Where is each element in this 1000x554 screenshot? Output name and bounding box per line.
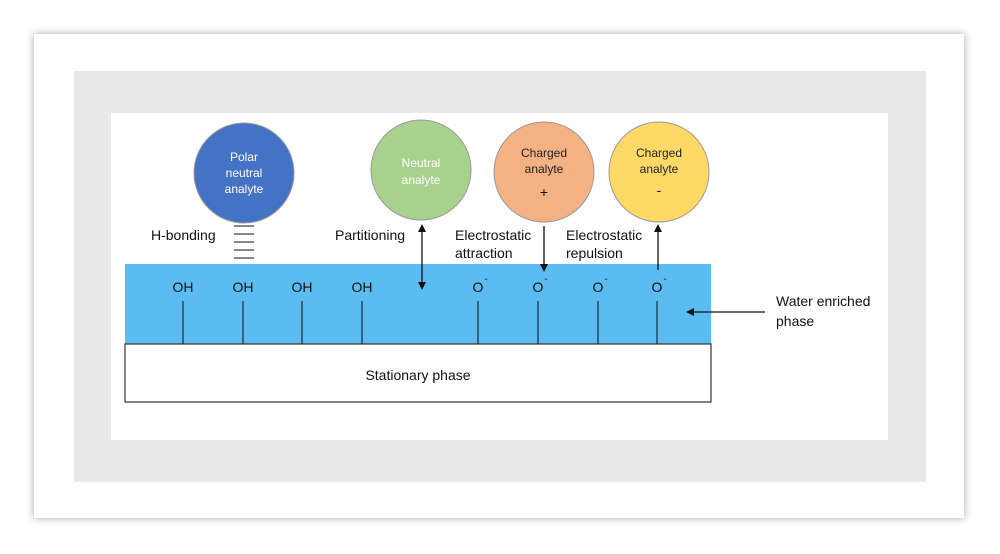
- analyte-label-line: Neutral: [402, 156, 441, 170]
- neutral-analyte-circle: [370, 119, 472, 221]
- analyte-label-line: Charged: [636, 146, 682, 160]
- charged-analyte-positive: Charged analyte +: [493, 121, 595, 223]
- charged-analyte-negative: Charged analyte -: [608, 121, 710, 223]
- oxide-group-label: O: [593, 279, 604, 295]
- h-bonding-interaction: H-bonding: [151, 225, 254, 259]
- polar-neutral-analyte: Polar neutral analyte: [193, 122, 295, 224]
- analyte-label-line: analyte: [402, 173, 441, 187]
- oxide-groups: O - O - O - O -: [473, 274, 667, 344]
- partitioning-label: Partitioning: [335, 227, 405, 243]
- analyte-label-line: analyte: [640, 162, 679, 176]
- electrostatic-repulsion-interaction: Electrostatic repulsion: [566, 224, 662, 270]
- hydroxyl-group-label: OH: [352, 279, 373, 295]
- analyte-label-line: analyte: [225, 182, 264, 196]
- hydroxyl-group-label: OH: [233, 279, 254, 295]
- water-enriched-label: phase: [776, 313, 814, 329]
- oxide-charge-label: -: [604, 274, 607, 285]
- neutral-analyte: Neutral analyte: [370, 119, 472, 221]
- analyte-label-line: Polar: [230, 150, 258, 164]
- analyte-charge-sign: +: [540, 184, 548, 200]
- analyte-charge-sign: -: [657, 182, 662, 198]
- water-enriched-layer: [125, 264, 711, 344]
- stationary-phase-label: Stationary phase: [365, 367, 470, 383]
- oxide-group-label: O: [652, 279, 663, 295]
- electrostatic-attraction-interaction: Electrostatic attraction: [455, 226, 548, 272]
- charged-analyte-positive-circle: [493, 121, 595, 223]
- analyte-label-line: neutral: [226, 166, 263, 180]
- hydroxyl-groups: OH OH OH OH: [173, 279, 373, 344]
- partitioning-interaction: Partitioning: [335, 224, 426, 290]
- electrostatic-attraction-label: attraction: [455, 245, 513, 261]
- analyte-label-line: analyte: [525, 162, 564, 176]
- oxide-charge-label: -: [484, 274, 487, 285]
- electrostatic-repulsion-label: repulsion: [566, 245, 623, 261]
- electrostatic-repulsion-label: Electrostatic: [566, 227, 642, 243]
- hydroxyl-group-label: OH: [173, 279, 194, 295]
- hydroxyl-group-label: OH: [292, 279, 313, 295]
- oxide-group-label: O: [533, 279, 544, 295]
- electrostatic-attraction-label: Electrostatic: [455, 227, 531, 243]
- oxide-charge-label: -: [663, 274, 666, 285]
- oxide-group-label: O: [473, 279, 484, 295]
- oxide-charge-label: -: [544, 274, 547, 285]
- water-enriched-callout: Water enriched phase: [686, 293, 870, 329]
- polar-neutral-analyte-circle: [193, 122, 295, 224]
- h-bonding-label: H-bonding: [151, 227, 216, 243]
- water-enriched-label: Water enriched: [776, 293, 870, 309]
- stationary-phase-block: [124, 343, 712, 403]
- analyte-label-line: Charged: [521, 146, 567, 160]
- charged-analyte-negative-circle: [608, 121, 710, 223]
